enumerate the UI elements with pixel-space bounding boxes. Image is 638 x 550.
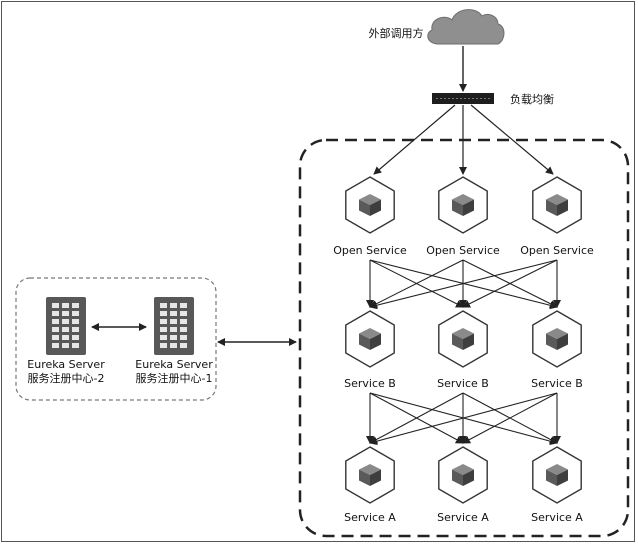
load-balancer-label: 负载均衡 bbox=[510, 92, 554, 106]
service-label: Service B bbox=[344, 377, 396, 390]
eureka-server-name: Eureka Server bbox=[135, 358, 213, 371]
service-label: Service B bbox=[531, 377, 583, 390]
service-cube-icon bbox=[438, 176, 488, 234]
service-label: Open Service bbox=[426, 244, 500, 257]
service-label: Service A bbox=[437, 511, 489, 524]
eureka-server-desc: 服务注册中心-2 bbox=[28, 371, 105, 385]
service-label: Open Service bbox=[333, 244, 407, 257]
service-cube-icon bbox=[532, 310, 582, 368]
service-label: Service A bbox=[531, 511, 583, 524]
service-call-arrow bbox=[369, 392, 464, 444]
service-cube-icon bbox=[438, 446, 488, 504]
cloud-icon bbox=[427, 9, 505, 45]
service-cube-icon bbox=[438, 310, 488, 368]
service-cube-icon bbox=[532, 176, 582, 234]
service-call-arrow bbox=[462, 392, 558, 444]
lb-arrows bbox=[373, 104, 554, 175]
service-call-arrow bbox=[369, 259, 558, 310]
service-call-arrows bbox=[366, 259, 561, 446]
eureka-cluster-box bbox=[15, 277, 217, 401]
eureka-server-desc: 服务注册中心-1 bbox=[136, 371, 213, 385]
service-cluster-box bbox=[298, 138, 630, 538]
service-label: Service A bbox=[344, 511, 396, 524]
service-cube-icon bbox=[345, 446, 395, 504]
service-label: Service B bbox=[437, 377, 489, 390]
service-nodes: Open Service Open Service Open ServiceServ… bbox=[333, 176, 594, 524]
service-cube-icon bbox=[345, 176, 395, 234]
service-call-arrow bbox=[369, 259, 464, 308]
server-rack-icon bbox=[46, 297, 86, 355]
service-cube-icon bbox=[532, 446, 582, 504]
load-balancer-icon bbox=[432, 93, 494, 104]
eureka-server-name: Eureka Server bbox=[27, 358, 105, 371]
server-rack-icon bbox=[154, 297, 194, 355]
service-call-arrow bbox=[462, 259, 558, 308]
frame-border bbox=[1, 1, 635, 542]
service-label: Open Service bbox=[520, 244, 594, 257]
external-caller-label: 外部调用方 bbox=[369, 26, 424, 40]
service-call-arrow bbox=[369, 392, 558, 446]
service-cube-icon bbox=[345, 310, 395, 368]
